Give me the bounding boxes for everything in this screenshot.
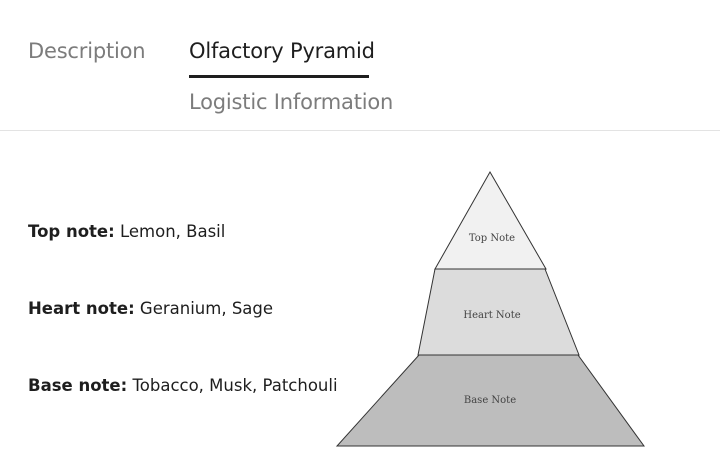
tab-olfactory-pyramid[interactable]: Olfactory Pyramid bbox=[189, 39, 375, 63]
heart-note-label: Heart note: bbox=[28, 299, 135, 318]
pyramid-heart-label: Heart Note bbox=[463, 310, 520, 321]
pyramid-top-section bbox=[434, 170, 547, 270]
top-note-value: Lemon, Basil bbox=[119, 222, 226, 241]
active-tab-indicator bbox=[189, 75, 369, 78]
base-note-value: Tobacco, Musk, Patchouli bbox=[132, 376, 338, 395]
tab-description[interactable]: Description bbox=[28, 39, 146, 63]
heart-note-line: Heart note: Geranium, Sage bbox=[28, 299, 273, 319]
heart-note-value: Geranium, Sage bbox=[139, 299, 274, 318]
tab-bar: Description Olfactory Pyramid Logistic I… bbox=[0, 0, 720, 131]
tab-logistic-information[interactable]: Logistic Information bbox=[189, 90, 394, 114]
pyramid-base-label: Base Note bbox=[464, 395, 516, 406]
olfactory-pyramid-diagram: Top Note Heart Note Base Note bbox=[335, 170, 645, 447]
base-note-line: Base note: Tobacco, Musk, Patchouli bbox=[28, 376, 338, 396]
base-note-label: Base note: bbox=[28, 376, 128, 395]
pyramid-top-label: Top Note bbox=[469, 233, 515, 244]
top-note-line: Top note: Lemon, Basil bbox=[28, 222, 225, 242]
top-note-label: Top note: bbox=[28, 222, 115, 241]
